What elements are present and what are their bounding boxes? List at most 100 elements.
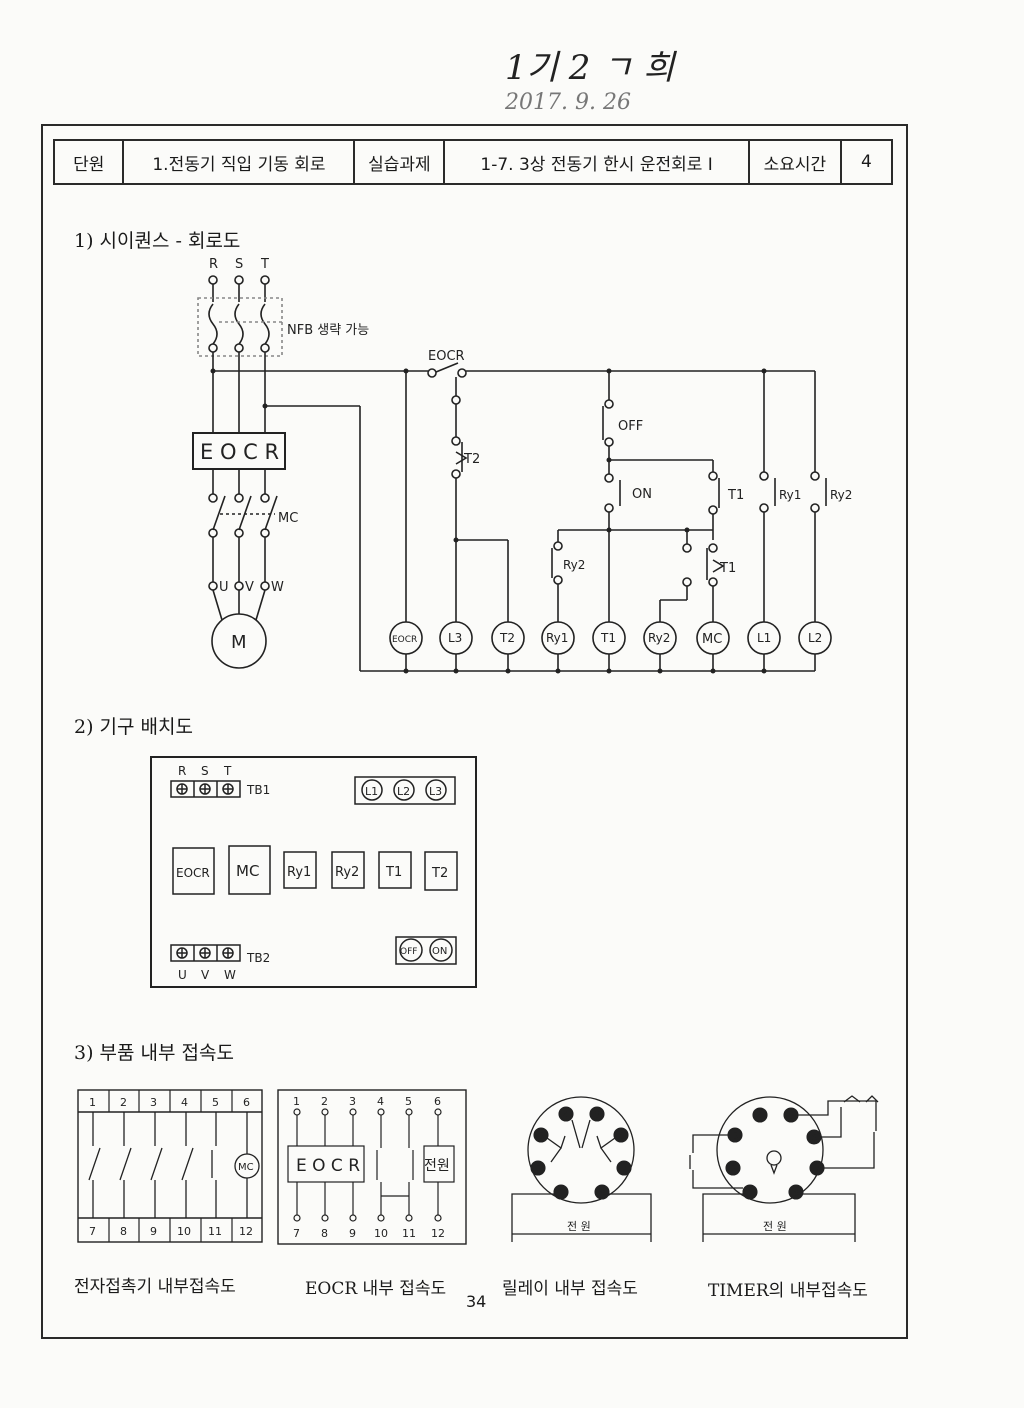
time-value: 4: [839, 139, 894, 185]
svg-text:3: 3: [732, 1131, 738, 1142]
svg-text:3: 3: [150, 1096, 157, 1109]
tb1-block: [170, 780, 241, 798]
coil-ry2: Ry2: [643, 621, 677, 671]
t2-contact-label: T2: [463, 452, 480, 467]
svg-text:4: 4: [377, 1095, 384, 1108]
tb2-u: U: [178, 968, 187, 982]
handwritten-note: 1기 2 ㄱ 희: [505, 48, 675, 88]
unit-value: 1.전동기 직입 기동 회로: [122, 139, 356, 185]
svg-text:4: 4: [757, 1111, 763, 1122]
phase-s: S: [235, 257, 243, 272]
eocr-contact-label: EOCR: [428, 349, 465, 364]
svg-text:8: 8: [321, 1227, 328, 1240]
svg-text:5: 5: [212, 1096, 219, 1109]
ry1-contact-label: Ry1: [779, 488, 801, 502]
phase-t: T: [260, 257, 269, 272]
tb1-t: T: [223, 764, 232, 778]
section2-title: 2) 기구 배치도: [74, 716, 193, 738]
tb2-block: [170, 944, 241, 962]
svg-text:MC: MC: [236, 862, 259, 880]
coil-ry1: Ry1: [541, 621, 575, 671]
svg-text:Ry2: Ry2: [648, 631, 670, 645]
svg-text:1: 1: [558, 1188, 564, 1199]
tb2-label: TB2: [246, 951, 270, 965]
off-label: OFF: [618, 419, 643, 434]
svg-text:6: 6: [243, 1096, 250, 1109]
coil-t2: T2: [491, 621, 525, 671]
mc-coil-label: MC: [238, 1162, 254, 1173]
tb1-r: R: [178, 764, 186, 778]
t1-contact-label: T1: [727, 488, 744, 503]
svg-text:6: 6: [434, 1095, 441, 1108]
svg-text:T2: T2: [431, 866, 448, 881]
svg-text:L2: L2: [808, 631, 822, 645]
svg-text:7: 7: [621, 1164, 627, 1175]
eocr-main-label: E O C R: [200, 440, 279, 464]
svg-text:11: 11: [208, 1225, 222, 1238]
caption-mc: 전자접촉기 내부접속도: [74, 1277, 236, 1297]
svg-text:1: 1: [293, 1095, 300, 1108]
svg-text:4: 4: [563, 1110, 569, 1121]
task-label: 실습과제: [353, 139, 446, 185]
section3-title: 3) 부품 내부 접속도: [74, 1042, 234, 1064]
svg-text:7: 7: [814, 1164, 820, 1175]
svg-text:L1: L1: [365, 785, 378, 798]
svg-text:9: 9: [150, 1225, 157, 1238]
tb2-w: W: [224, 968, 236, 982]
svg-text:1: 1: [89, 1096, 96, 1109]
svg-text:1: 1: [747, 1188, 753, 1199]
svg-text:L1: L1: [757, 631, 771, 645]
coil-l2: L2: [798, 621, 832, 671]
svg-text:ON: ON: [432, 946, 447, 957]
svg-text:T1: T1: [600, 631, 616, 645]
eocr-power-label: 전원: [424, 1158, 450, 1174]
coil-row: EOCR L3 T2 Ry1 T1 Ry2 MC L1 L2: [389, 621, 832, 671]
svg-text:8: 8: [599, 1188, 605, 1199]
caption-timer: TIMER의 내부접속도: [708, 1281, 868, 1301]
svg-text:T1: T1: [385, 865, 402, 880]
nfb-note: NFB 생략 가능: [287, 323, 369, 338]
coil-eocr: EOCR: [389, 621, 423, 671]
on-label: ON: [632, 487, 652, 502]
svg-text:3: 3: [538, 1131, 544, 1142]
terminal-w: W: [271, 580, 284, 595]
svg-text:L3: L3: [448, 631, 462, 645]
motor: [211, 613, 267, 669]
device-boxes: EOCR MC Ry1 Ry2 T1 T2: [172, 845, 458, 895]
svg-text:11: 11: [402, 1227, 416, 1240]
page-frame: [41, 124, 908, 1339]
ry2-lamp-contact-label: Ry2: [830, 488, 852, 502]
coil-l1: L1: [747, 621, 781, 671]
time-label: 소요시간: [747, 139, 842, 185]
svg-text:6: 6: [618, 1131, 624, 1142]
svg-text:5: 5: [594, 1110, 600, 1121]
tb2-v: V: [201, 968, 210, 982]
svg-text:2: 2: [730, 1164, 736, 1175]
svg-text:10: 10: [374, 1227, 388, 1240]
unit-label: 단원: [52, 139, 125, 185]
svg-text:L3: L3: [429, 785, 442, 798]
svg-text:Ry1: Ry1: [546, 631, 568, 645]
svg-text:EOCR: EOCR: [176, 866, 210, 880]
svg-text:2: 2: [321, 1095, 328, 1108]
motor-label: M: [231, 632, 247, 653]
svg-text:T2: T2: [499, 631, 515, 645]
relay-power-label: 전 원: [567, 1220, 591, 1233]
nfb-box: [197, 297, 283, 357]
svg-text:2: 2: [535, 1164, 541, 1175]
svg-text:8: 8: [120, 1225, 127, 1238]
svg-text:6: 6: [811, 1133, 817, 1144]
handwritten-date: 2017. 9. 26: [505, 90, 631, 115]
t1-nc-label: T1: [719, 561, 736, 576]
svg-text:7: 7: [293, 1227, 300, 1240]
svg-text:12: 12: [239, 1225, 253, 1238]
phase-labels: R S T: [209, 257, 269, 272]
svg-text:5: 5: [788, 1111, 794, 1122]
section1-title: 1) 시이퀀스 - 회로도: [74, 230, 241, 252]
relay-internal-diagram: 1 2 3 4 5 6 7 8 전 원: [511, 1096, 652, 1242]
svg-text:4: 4: [181, 1096, 188, 1109]
svg-text:L2: L2: [397, 785, 410, 798]
phase-r: R: [209, 257, 218, 272]
svg-text:EOCR: EOCR: [392, 635, 417, 645]
